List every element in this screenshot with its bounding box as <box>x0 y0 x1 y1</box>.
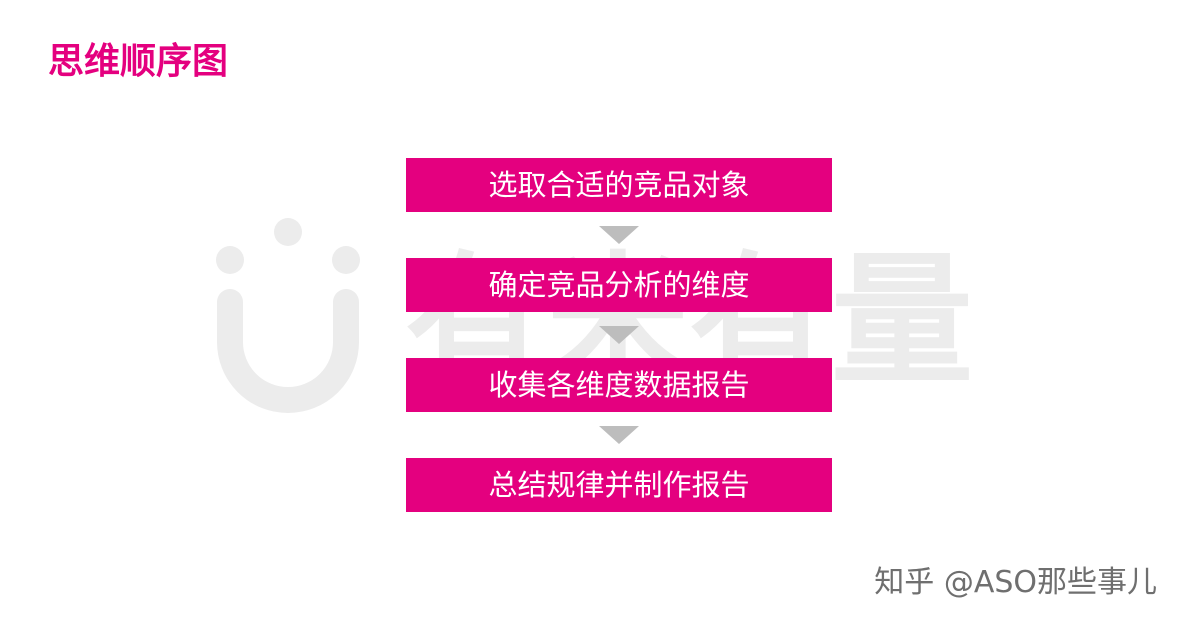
triangle-down-icon <box>599 226 639 244</box>
triangle-down-icon <box>599 426 639 444</box>
source-credit: 知乎 @ASO那些事儿 <box>874 565 1157 600</box>
smiley-logo-icon <box>216 218 360 413</box>
flow-step-1: 选取合适的竞品对象 <box>406 158 832 212</box>
flow-step-3: 收集各维度数据报告 <box>406 358 832 412</box>
flow-step-4: 总结规律并制作报告 <box>406 458 832 512</box>
flow-step-2: 确定竞品分析的维度 <box>406 258 832 312</box>
flow-diagram: 选取合适的竞品对象 确定竞品分析的维度 收集各维度数据报告 总结规律并制作报告 <box>406 158 832 512</box>
triangle-down-icon <box>599 326 639 344</box>
page-title: 思维顺序图 <box>48 41 229 82</box>
